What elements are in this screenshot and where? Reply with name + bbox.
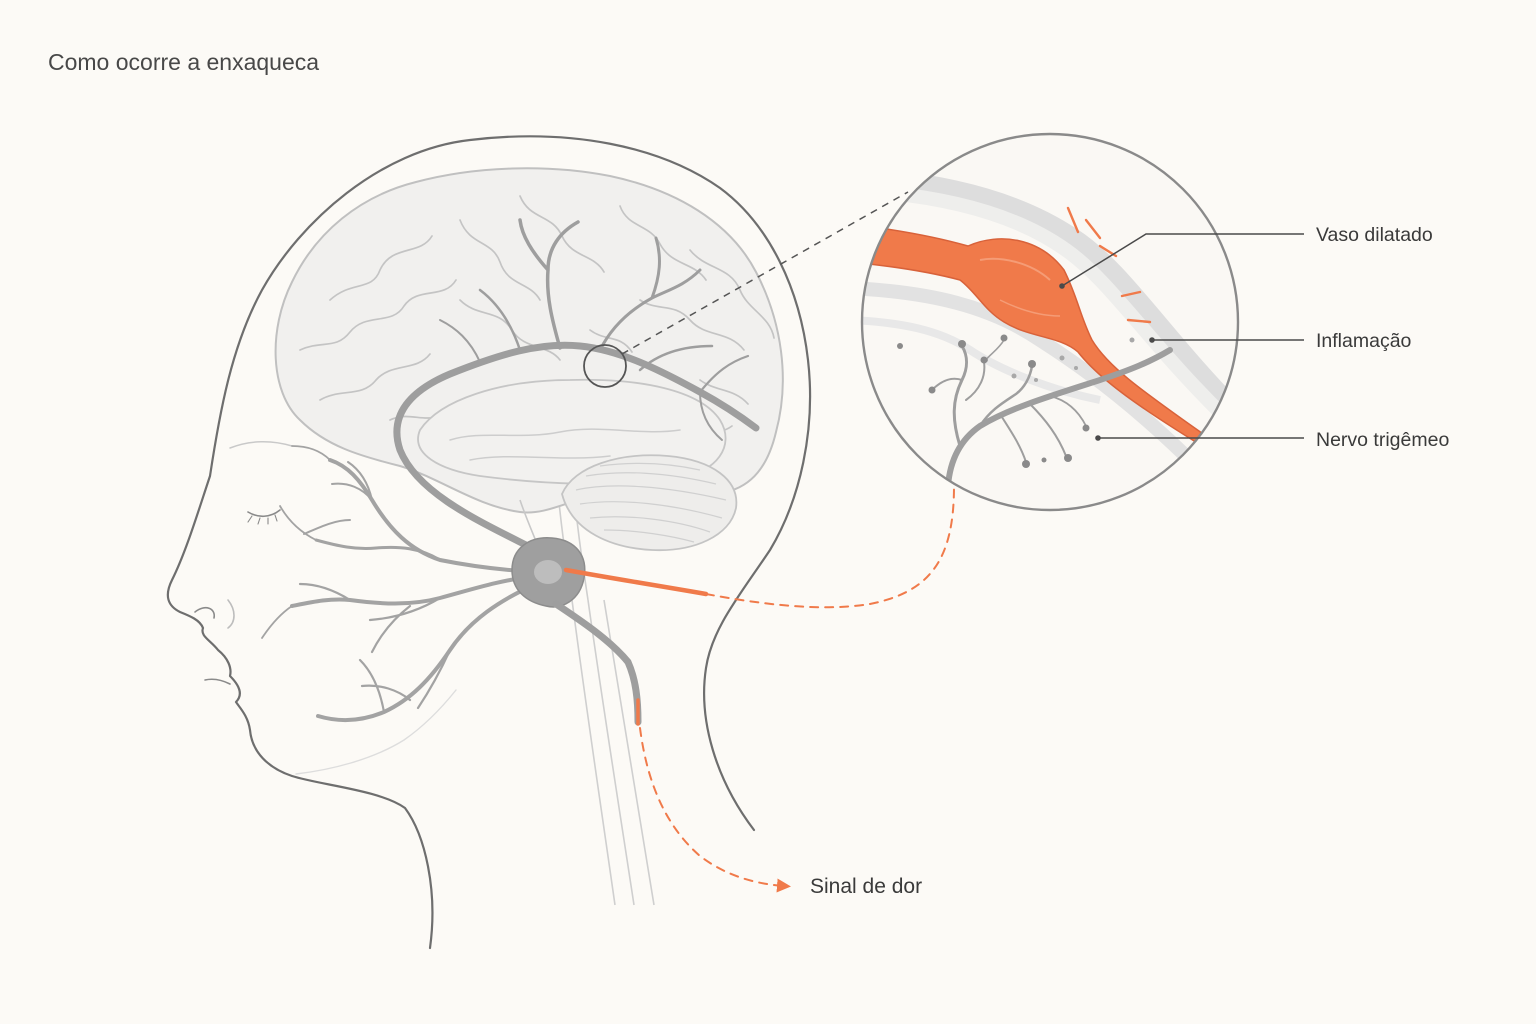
callout-lines [1061, 233, 1304, 439]
zoom-inset [860, 132, 1240, 512]
label-trigeminal-nerve: Nervo trigêmeo [1316, 429, 1449, 451]
head-silhouette [166, 135, 812, 950]
label-pain-signal: Sinal de dor [810, 875, 922, 898]
nostril-icon [194, 606, 215, 619]
brain [274, 167, 784, 601]
face-details [194, 440, 457, 775]
meningeal-artery [393, 218, 760, 564]
page-title: Como ocorre a enxaqueca [48, 49, 319, 75]
closed-eye-icon [247, 509, 281, 518]
zoom-connector [621, 191, 909, 355]
trigeminal-nerve-endings [931, 339, 1173, 489]
zoom-inset-border [860, 132, 1240, 512]
nerve-signal-dashed [705, 485, 955, 609]
lips-icon [204, 678, 231, 685]
trigeminal-nerve-branches [261, 445, 538, 723]
label-dilated-vessel: Vaso dilatado [1316, 224, 1433, 246]
zoom-origin-circle [583, 344, 627, 388]
pain-signal-arrow [639, 727, 791, 893]
nerve-signal-solid [563, 567, 709, 597]
label-inflammation: Inflamação [1316, 330, 1412, 352]
pain-signal-paths [563, 485, 955, 893]
